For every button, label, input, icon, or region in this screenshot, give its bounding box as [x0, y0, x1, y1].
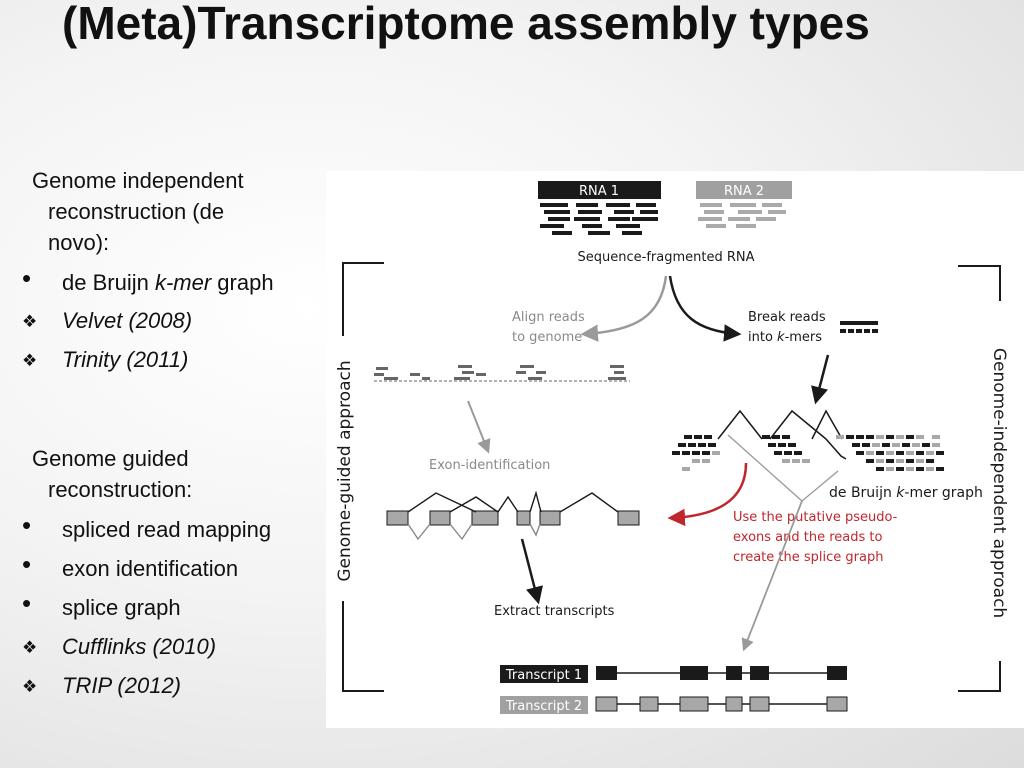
diamond-bullet-icon: ❖: [22, 638, 38, 657]
bullet-text: exon identification: [62, 556, 239, 581]
heading-line: Genome guided: [32, 446, 189, 471]
bullet-icon: •: [22, 510, 32, 540]
debruijn-graph-label: de Bruijn k-mer graph: [829, 485, 983, 501]
tool-cufflinks: ❖ Cufflinks (2010): [22, 627, 216, 668]
bullet-text: de Bruijn: [62, 270, 155, 295]
sequence-fragmented-label: Sequence-fragmented RNA: [578, 250, 755, 265]
red-explanation-label: Use the putative pseudo- exons and the r…: [733, 510, 902, 565]
heading-line: Genome independent: [32, 168, 244, 193]
bullet-text: graph: [211, 270, 274, 295]
kmer-icon: [840, 321, 878, 333]
tool-trinity: ❖ Trinity (2011): [22, 340, 188, 381]
transcript2-label: Transcript 2: [505, 699, 582, 714]
graph-to-transcripts-arrow: [741, 500, 803, 652]
section-heading-genome-independent: Genome independent reconstruction (de no…: [32, 165, 302, 258]
transcript2-model: [595, 696, 848, 712]
section-heading-genome-guided: Genome guided reconstruction:: [32, 443, 302, 505]
bullet-debruijn: • de Bruijn k-mer graph: [22, 262, 274, 302]
rna2-label-box: [696, 181, 792, 199]
tool-name: Trinity (2011): [62, 347, 189, 372]
bullet-icon: •: [22, 588, 32, 618]
splice-graph: [386, 490, 640, 541]
aligned-reads: [374, 365, 626, 380]
align-reads-label: Align reads to genome: [512, 310, 589, 345]
transcript1-label: Transcript 1: [505, 668, 582, 683]
bullet-spliced-read-mapping: • spliced read mapping: [22, 509, 271, 549]
bullet-icon: •: [22, 549, 32, 579]
assembly-diagram: RNA 1 RNA 2 Sequence-fragmented RNA Geno…: [326, 171, 1024, 728]
bullet-text: spliced read mapping: [62, 517, 272, 542]
heading-line: novo):: [48, 230, 110, 255]
rna2-fragments: [698, 203, 786, 228]
rna1-fragments: [540, 203, 658, 235]
diamond-bullet-icon: ❖: [22, 312, 38, 331]
extract-transcripts-label: Extract transcripts: [494, 604, 615, 619]
genome-guided-side-label: Genome-guided approach: [335, 360, 355, 581]
bullet-exon-identification: • exon identification: [22, 548, 238, 588]
exon-id-arrow: [467, 400, 491, 454]
slide-title: (Meta)Transcriptome assembly types: [62, 0, 870, 49]
tool-name: Velvet (2008): [62, 308, 193, 333]
tool-name: TRIP (2012): [62, 673, 182, 698]
red-curved-arrow: [667, 462, 748, 527]
tool-velvet: ❖ Velvet (2008): [22, 301, 192, 342]
rna2-label: RNA 2: [724, 184, 764, 199]
break-reads-label: Break reads into k-mers: [748, 310, 830, 345]
rna1-label-box: [538, 181, 661, 199]
bullet-text-italic: k-mer: [154, 270, 212, 295]
diamond-bullet-icon: ❖: [22, 677, 38, 696]
transcript1-label-box: [500, 665, 588, 683]
kmer-to-graph-arrow: [811, 354, 830, 405]
bullet-icon: •: [22, 263, 32, 293]
exon-identification-label: Exon-identification: [429, 458, 550, 473]
rna1-label: RNA 1: [579, 184, 619, 199]
tool-trip: ❖ TRIP (2012): [22, 666, 181, 707]
transcript2-label-box: [500, 696, 588, 714]
debruijn-graph: [672, 409, 944, 502]
break-arrow: [668, 275, 742, 342]
bullet-splice-graph: • splice graph: [22, 587, 181, 627]
heading-line: reconstruction:: [48, 477, 193, 502]
align-arrow: [580, 275, 668, 342]
genome-independent-side-label: Genome-independent approach: [989, 348, 1009, 618]
heading-line: reconstruction (de: [48, 199, 225, 224]
extract-arrow: [520, 538, 543, 605]
bullet-text: splice graph: [62, 595, 181, 620]
diamond-bullet-icon: ❖: [22, 351, 38, 370]
tool-name: Cufflinks (2010): [62, 634, 217, 659]
transcript1-model: [596, 666, 847, 680]
